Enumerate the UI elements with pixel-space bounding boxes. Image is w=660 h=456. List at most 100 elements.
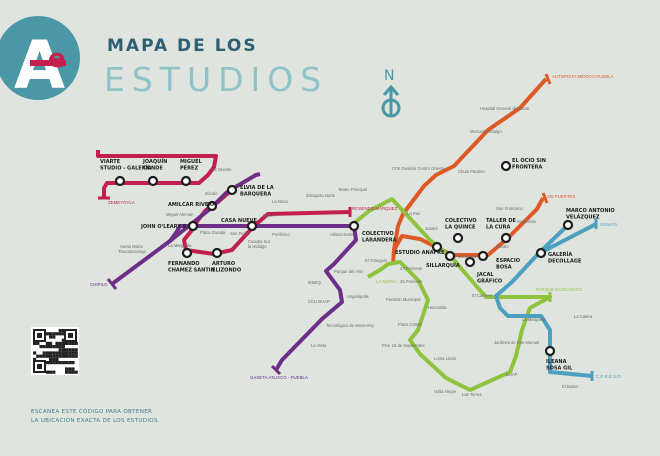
stop-label: Miguel Alemán	[166, 212, 194, 217]
qr-module	[55, 341, 59, 345]
stop-label: Xanenetla	[517, 219, 537, 224]
qr-module	[52, 354, 56, 358]
station-viarte[interactable]	[114, 175, 126, 187]
station-ocio[interactable]	[500, 160, 512, 172]
stop-label: Atlixco Norte	[330, 232, 354, 237]
qr-code[interactable]	[31, 327, 79, 375]
station-casanueve[interactable]	[246, 220, 258, 232]
compass-letter: N	[384, 68, 394, 84]
qr-module	[58, 351, 62, 355]
station-quince[interactable]	[452, 232, 464, 244]
qr-module	[61, 351, 65, 355]
qr-module	[49, 370, 53, 374]
station-amilcar[interactable]	[206, 200, 218, 212]
stop-label: Prol. 16 de Septiembre	[382, 343, 426, 348]
qr-module	[49, 357, 53, 361]
qr-module	[55, 361, 59, 365]
stop-label: Angelópolis	[347, 294, 369, 299]
qr-module	[58, 332, 62, 336]
stop-label: La Margarita	[522, 317, 546, 322]
stop-label: Las Torres	[462, 392, 481, 397]
station-fernando[interactable]	[181, 247, 193, 259]
qr-module	[42, 351, 46, 355]
stop-label: Paseo Bravo	[455, 254, 480, 259]
qr-module	[55, 332, 59, 336]
terminal-rosendo: ROSENDO MÁRQUEZ	[352, 206, 398, 211]
station-decollage[interactable]	[535, 247, 547, 259]
station-elvia[interactable]	[226, 184, 238, 196]
qr-module	[45, 341, 49, 345]
stop-label: Zócalo	[205, 191, 218, 196]
north-compass-icon: N	[381, 68, 401, 118]
stop-label: Tlaxcalancingo	[118, 249, 147, 254]
station-jacal[interactable]	[464, 256, 476, 268]
qr-module	[71, 370, 75, 374]
stop-label: Zócalo	[496, 244, 509, 249]
qr-module	[36, 354, 40, 358]
station-arturo[interactable]	[211, 247, 223, 259]
station-ileana[interactable]	[544, 345, 556, 357]
stop-label: Chula Paraíso	[458, 169, 485, 174]
qr-module	[39, 354, 43, 358]
qr-module	[52, 370, 56, 374]
stop-label: Panteón Municipal	[386, 297, 421, 302]
stop-label: La Vista	[311, 343, 327, 348]
ae-logo: A e	[0, 16, 80, 104]
stop-label: Loma Linda	[434, 356, 457, 361]
qr-module	[68, 361, 72, 365]
station-colectivo-lar[interactable]	[348, 220, 360, 232]
qr-module	[68, 370, 72, 374]
qr-module	[49, 332, 53, 336]
qr-module	[42, 354, 46, 358]
qr-module	[45, 370, 49, 374]
qr-module	[45, 361, 49, 365]
qr-module	[61, 354, 65, 358]
qr-module	[55, 357, 59, 361]
qr-module	[55, 345, 59, 349]
station-johnoleary[interactable]	[187, 220, 199, 232]
station-espacio[interactable]	[477, 250, 489, 262]
qr-module	[61, 329, 65, 333]
label-casanueve: CASA NUEVE	[221, 218, 257, 224]
qr-module	[55, 354, 59, 358]
qr-module	[61, 332, 65, 336]
qr-module	[65, 367, 69, 371]
stop-label: UDLA	[263, 213, 274, 218]
qr-module	[65, 348, 69, 352]
stop-label: CCU BUAP	[308, 299, 330, 304]
terminal-parque-ecologico: PARQUE ECOLÓGICO	[536, 287, 583, 292]
qr-module	[58, 354, 62, 358]
stop-label: BUAP	[506, 372, 518, 377]
stop-label: Jardines de San Manuel	[494, 340, 539, 345]
qr-module	[58, 348, 62, 352]
qr-module	[61, 338, 65, 342]
terminal-cereso: C.E.R.E.S.O	[596, 374, 621, 379]
label-johnoleary: JOHN O'LEARY S.	[140, 224, 188, 230]
stop-label: Tecnológico de Monterrey	[326, 323, 375, 328]
station-marco[interactable]	[562, 219, 574, 231]
stop-label: La Paz	[407, 211, 420, 216]
terminal-autopista: AUTOPISTA MÉXICO-PUEBLA	[552, 74, 614, 79]
station-taller[interactable]	[500, 232, 512, 244]
qr-module	[61, 341, 65, 345]
logo-circle	[0, 16, 80, 100]
station-sillarquia[interactable]	[444, 250, 456, 262]
stop-label: 12 Oriente	[212, 167, 232, 172]
station-anafre[interactable]	[431, 241, 443, 253]
station-miguel[interactable]	[180, 175, 192, 187]
station-joaquin[interactable]	[147, 175, 159, 187]
qr-module	[68, 348, 72, 352]
qr-module	[45, 345, 49, 349]
orange-line	[391, 77, 548, 265]
terminal-zemeyoyla: ZEMEYOYLA	[108, 200, 135, 205]
qr-module	[52, 361, 56, 365]
stop-label: Teatro Principal	[338, 187, 367, 192]
